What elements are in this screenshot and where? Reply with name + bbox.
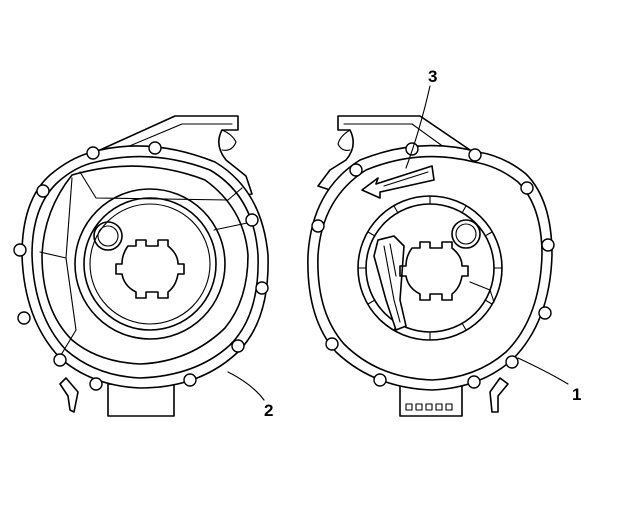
right-outer-flange (307, 144, 553, 391)
leader-line-3 (405, 85, 431, 169)
left-housing (13, 115, 269, 417)
right-splined-hub (399, 241, 469, 301)
right-bottom-leg (489, 377, 509, 413)
left-bolt-bosses (13, 141, 269, 391)
leader-line-1 (517, 357, 569, 385)
callout-1: 1 (572, 385, 581, 404)
left-bottom-connector (107, 383, 175, 417)
right-wire-clip (373, 235, 407, 331)
left-splined-hub (115, 239, 185, 299)
right-bottom-connector (399, 385, 463, 417)
right-housing (307, 85, 569, 417)
leader-line-2 (227, 371, 265, 401)
callout-2: 2 (264, 401, 273, 420)
left-bottom-leg (59, 377, 79, 413)
callout-3: 3 (428, 67, 437, 86)
right-bolt-bosses (311, 142, 555, 389)
right-index-ticks (357, 195, 503, 341)
connector-pins (405, 403, 453, 411)
left-outer-flange (21, 145, 269, 389)
